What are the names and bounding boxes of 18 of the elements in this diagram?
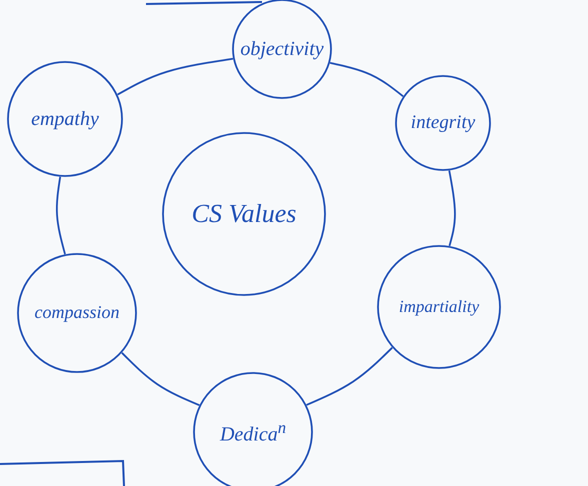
value-circle (162, 132, 326, 296)
value-label: compassion (34, 303, 120, 323)
value-circle (377, 245, 501, 369)
value-label: CS Values (192, 200, 296, 228)
value-circle (395, 75, 491, 171)
value-label: objectivity (240, 38, 324, 60)
connector-line (56, 176, 66, 254)
value-label: Dedica$^{n}$ (220, 418, 286, 446)
connector-line (117, 58, 234, 96)
value-circle (7, 61, 123, 177)
value-label: integrity (410, 112, 476, 134)
connector-line (306, 347, 393, 406)
connector-line (121, 352, 200, 406)
value-circle (17, 253, 137, 373)
connector-line (448, 170, 456, 246)
connector-line (330, 62, 404, 98)
value-label: impartiality (398, 298, 480, 316)
value-label: empathy (31, 108, 99, 130)
